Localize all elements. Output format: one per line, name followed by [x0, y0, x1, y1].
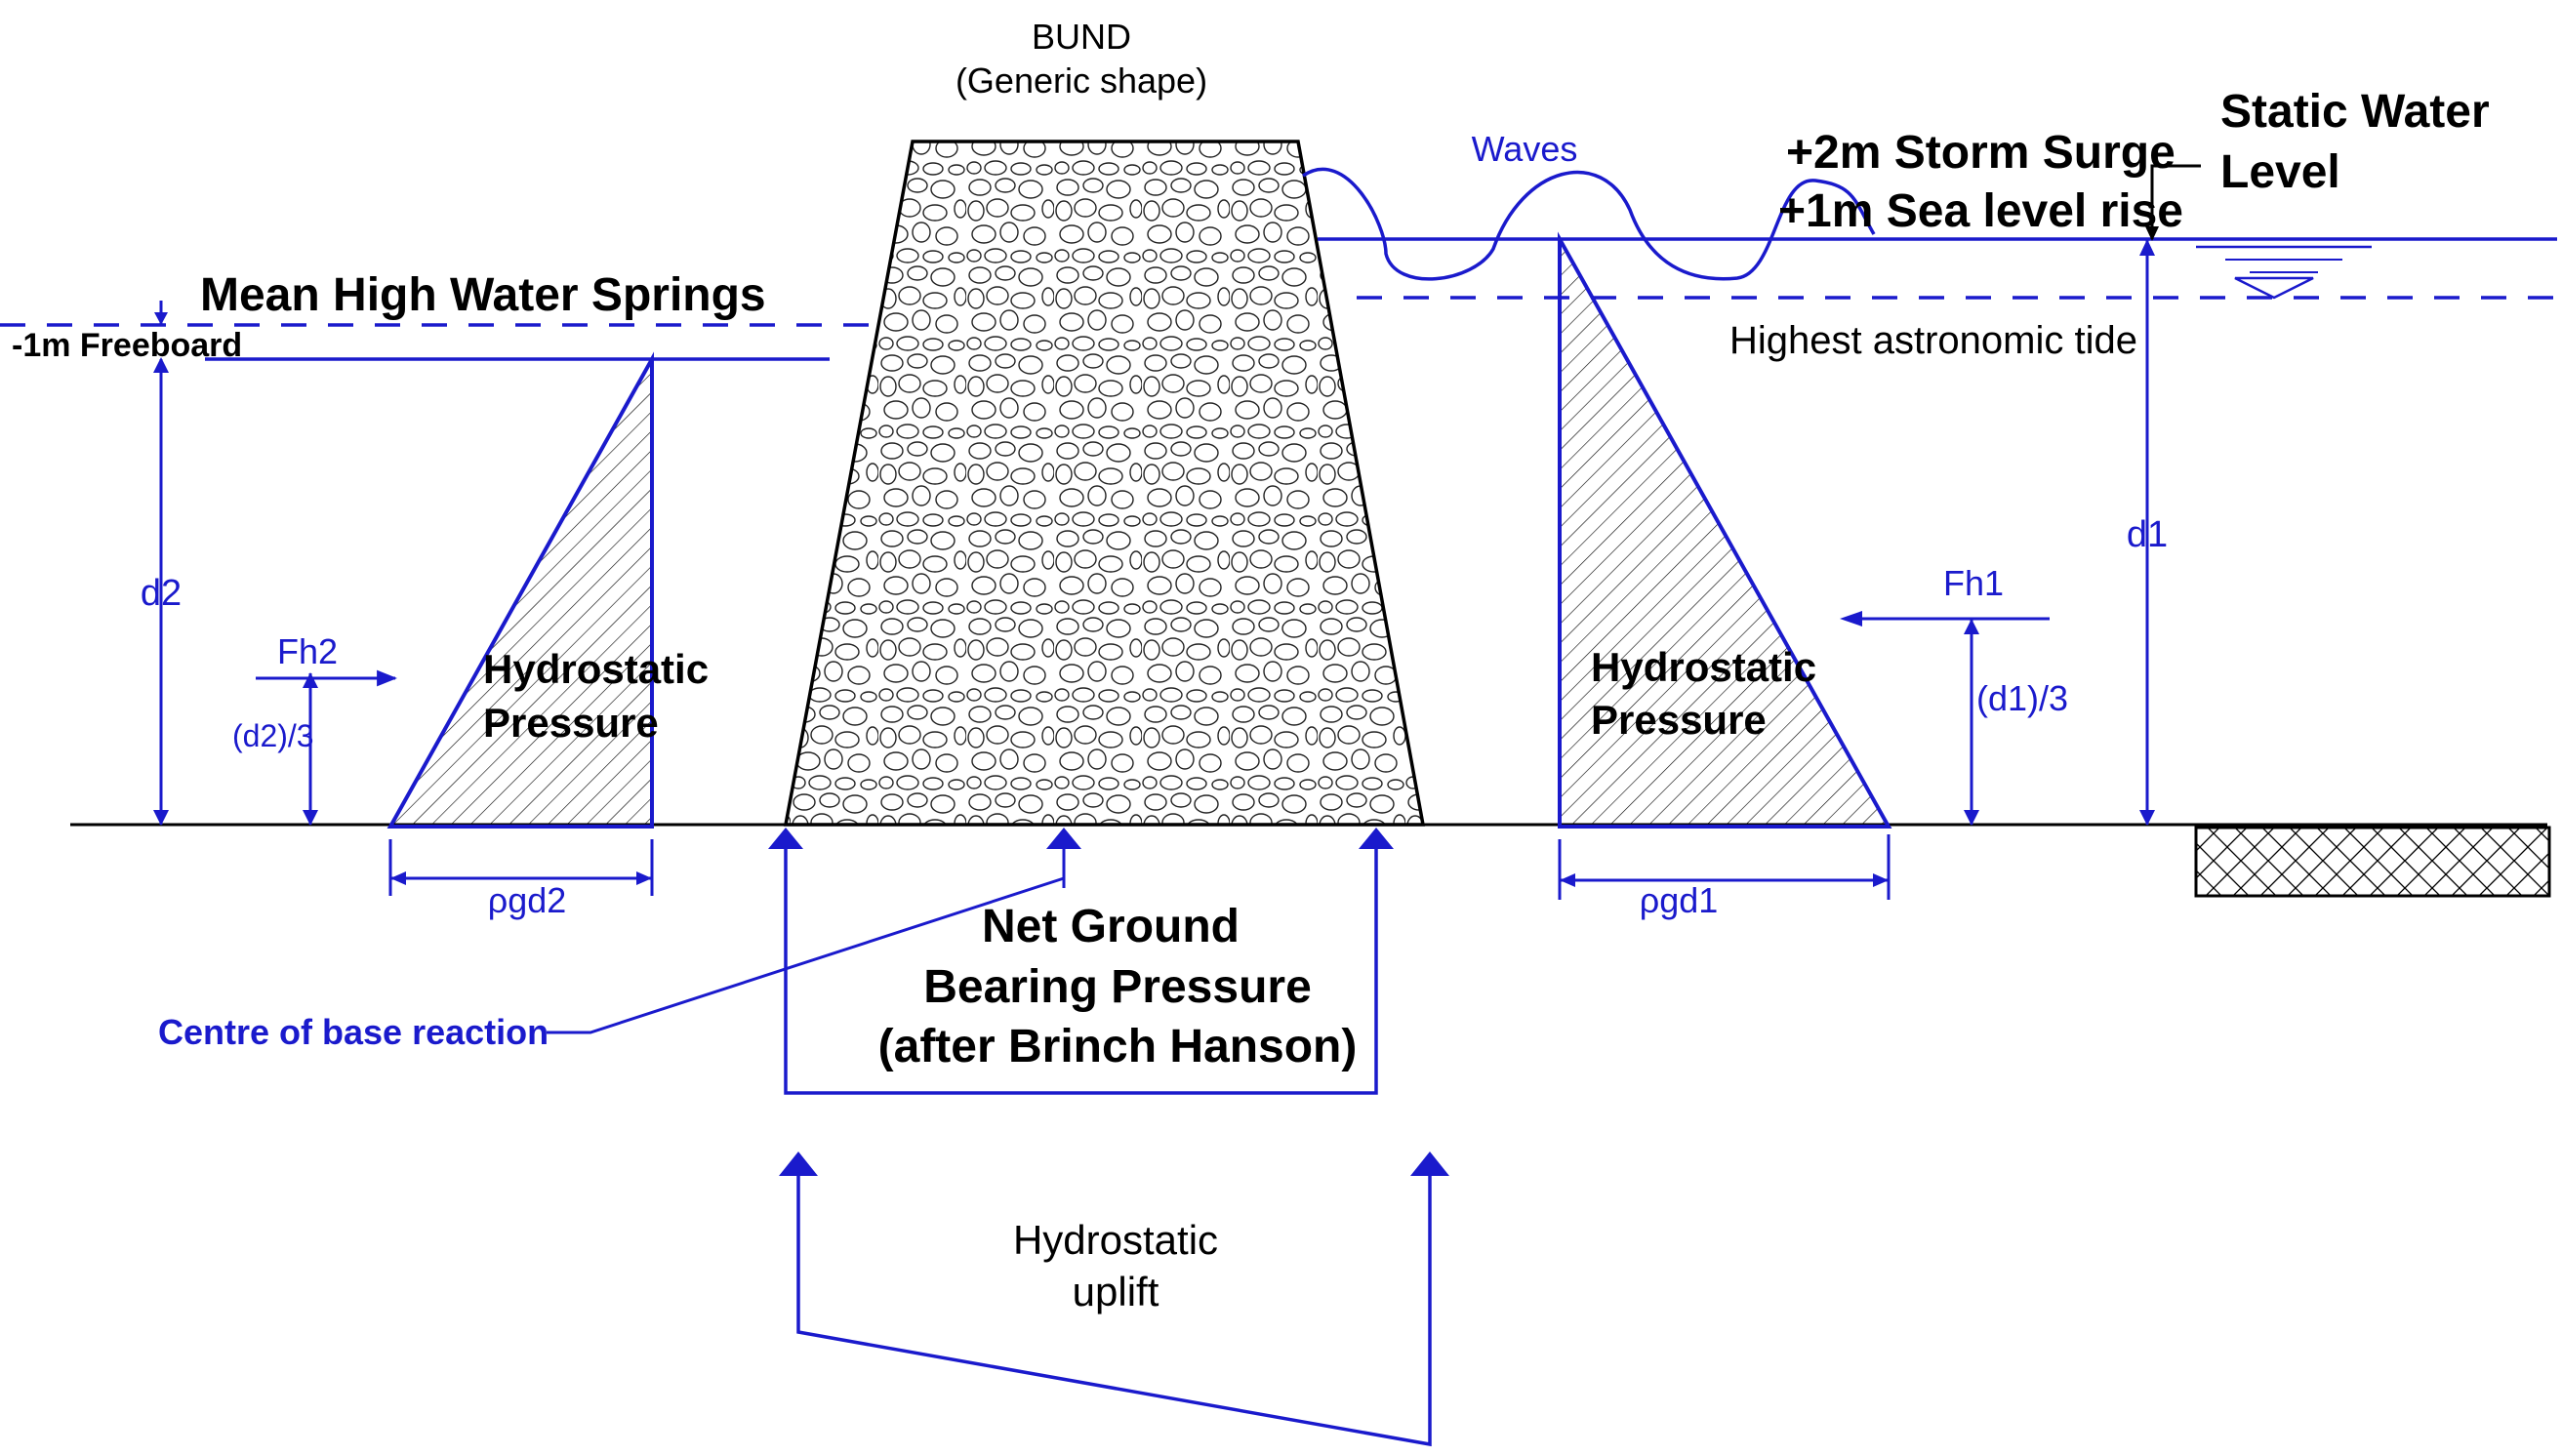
d2-third-label: (d2)/3 [232, 718, 314, 753]
bund-body [783, 140, 1426, 827]
uplift-line2: uplift [1073, 1269, 1159, 1314]
freeboard-label: -1m Freeboard [12, 327, 242, 364]
fh1-arrow [1840, 611, 2050, 627]
hat-label: Highest astronomic tide [1729, 319, 2137, 362]
waves-label: Waves [1472, 129, 1578, 169]
fh1-label: Fh1 [1943, 563, 2004, 603]
hydrostatic-uplift-diagram [779, 1152, 1449, 1447]
d1-third-label: (d1)/3 [1976, 678, 2068, 718]
d1-dimension [2139, 239, 2155, 826]
ngbp-line2: Bearing Pressure [923, 961, 1312, 1013]
fh2-label: Fh2 [277, 631, 338, 671]
ngbp-line1: Net Ground [982, 901, 1240, 952]
hydro-right-line1: Hydrostatic [1591, 644, 1816, 690]
static-water-label-2: Level [2220, 146, 2340, 198]
hydro-left-line1: Hydrostatic [483, 646, 709, 692]
rho-gd1-dimension [1558, 834, 1891, 900]
uplift-line1: Hydrostatic [1013, 1217, 1218, 1263]
d2-dimension [153, 357, 169, 826]
water-level-symbol [2196, 245, 2372, 300]
d2-label: d2 [141, 573, 182, 614]
sea-level-rise-label: +1m Sea level rise [1778, 185, 2183, 237]
storm-surge-label: +2m Storm Surge [1786, 127, 2176, 179]
rho-gd2-dimension [388, 839, 654, 896]
centre-base-leader [547, 876, 1065, 1034]
d2-third-dimension [303, 672, 318, 826]
bearing-pressure-diagram [768, 828, 1394, 1095]
mhws-label: Mean High Water Springs [200, 269, 766, 321]
ground-block [2194, 826, 2551, 898]
left-pressure-triangle [386, 351, 654, 829]
static-water-leader [2150, 164, 2201, 239]
right-pressure-triangle [1558, 231, 1892, 829]
d1-third-dimension [1964, 619, 1979, 826]
d1-label: d1 [2127, 514, 2168, 555]
ngbp-line3: (after Brinch Hanson) [878, 1021, 1358, 1072]
hydro-left-line2: Pressure [483, 700, 659, 746]
wave-line [1302, 167, 1876, 281]
centre-base-label: Centre of base reaction [158, 1012, 549, 1052]
bund-subtitle: (Generic shape) [956, 61, 1207, 101]
rho-gd2-label: ρgd2 [488, 880, 567, 920]
bund-title: BUND [1032, 17, 1131, 57]
rho-gd1-label: ρgd1 [1640, 880, 1719, 920]
hydro-right-line2: Pressure [1591, 697, 1767, 743]
static-water-label: Static Water [2220, 86, 2490, 138]
